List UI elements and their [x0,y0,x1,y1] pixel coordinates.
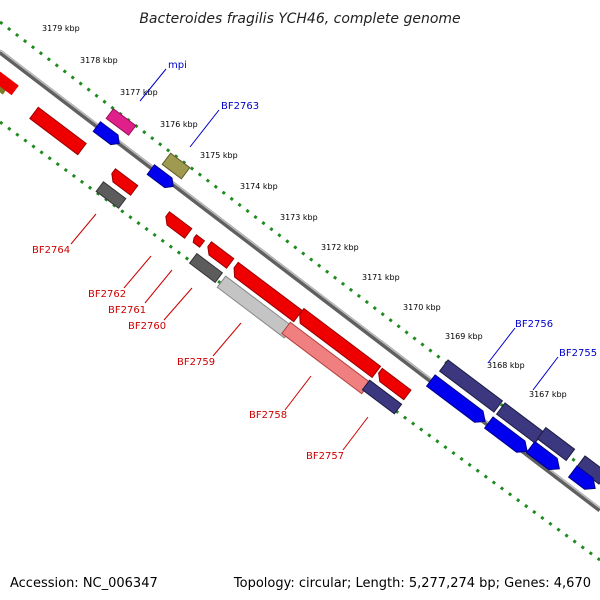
gene-feature-blue[interactable] [146,164,177,191]
gene-label-bf2760[interactable]: BF2760 [128,321,166,332]
tick-label: 3177 kbp [120,88,158,97]
gene-feature-red[interactable] [108,168,139,196]
gene-label-bf2763[interactable]: BF2763 [221,101,259,112]
gene-feature-red[interactable] [295,307,382,379]
gene-label-bf2759[interactable]: BF2759 [177,357,215,368]
gene-feature-bf2764[interactable] [95,181,127,209]
gene-feature-red[interactable] [0,68,19,96]
tick-label: 3172 kbp [321,243,359,252]
tick-label: 3167 kbp [529,390,567,399]
gene-feature-red[interactable] [375,367,412,401]
tick-label: 3173 kbp [280,213,318,222]
genome-summary-text: Topology: circular; Length: 5,277,274 bp… [233,576,591,591]
gene-label-bf2757[interactable]: BF2757 [306,451,344,462]
gene-label-bf2762[interactable]: BF2762 [88,289,126,300]
gene-feature-blue[interactable] [567,465,600,494]
tick-label: 3170 kbp [403,303,441,312]
tick-label: 3169 kbp [445,332,483,341]
gene-feature-bf2760[interactable] [188,252,224,284]
gene-label-bf2761[interactable]: BF2761 [108,305,146,316]
accession-text: Accession: NC_006347 [10,576,158,591]
tick-label: 3175 kbp [200,151,238,160]
tick-label: 3168 kbp [487,361,525,370]
tick-label: 3171 kbp [362,273,400,282]
tick-label: 3179 kbp [42,24,80,33]
gene-label-bf2755[interactable]: BF2755 [559,348,597,359]
gene-features [0,68,600,494]
gene-feature-red[interactable] [162,211,193,239]
gene-feature-blue[interactable] [92,121,123,148]
gene-feature-bf2756[interactable] [438,359,504,413]
scale-tick-labels: 3179 kbp 3178 kbp 3177 kbp 3176 kbp 3175… [42,24,567,399]
gene-feature-purple[interactable] [536,426,576,462]
map-title: Bacteroides fragilis YCH46, complete gen… [139,11,460,27]
tick-label: 3178 kbp [80,56,118,65]
tick-label: 3174 kbp [240,182,278,191]
gene-label-bf2758[interactable]: BF2758 [249,410,287,421]
gene-feature-blue[interactable] [525,440,563,475]
gene-feature-mpi[interactable] [105,108,137,136]
gene-label-mpi[interactable]: mpi [168,60,187,71]
gene-feature-bf2763[interactable] [161,152,191,180]
gene-feature-red[interactable] [29,106,87,156]
gene-feature-blue[interactable] [425,374,490,427]
gene-feature-bf2761[interactable] [204,241,235,269]
gene-labels: mpi BF2763 BF2756 BF2755 BF2764 BF2762 B… [32,60,597,462]
gene-feature-bf2757[interactable] [361,379,403,415]
gene-label-bf2756[interactable]: BF2756 [515,319,553,330]
gene-feature-blue[interactable] [483,416,532,457]
leader-lines [70,68,559,451]
tick-label: 3176 kbp [160,120,198,129]
gene-label-bf2764[interactable]: BF2764 [32,245,70,256]
gene-feature-bf2762[interactable] [192,234,206,248]
gene-feature-red[interactable] [230,261,303,323]
